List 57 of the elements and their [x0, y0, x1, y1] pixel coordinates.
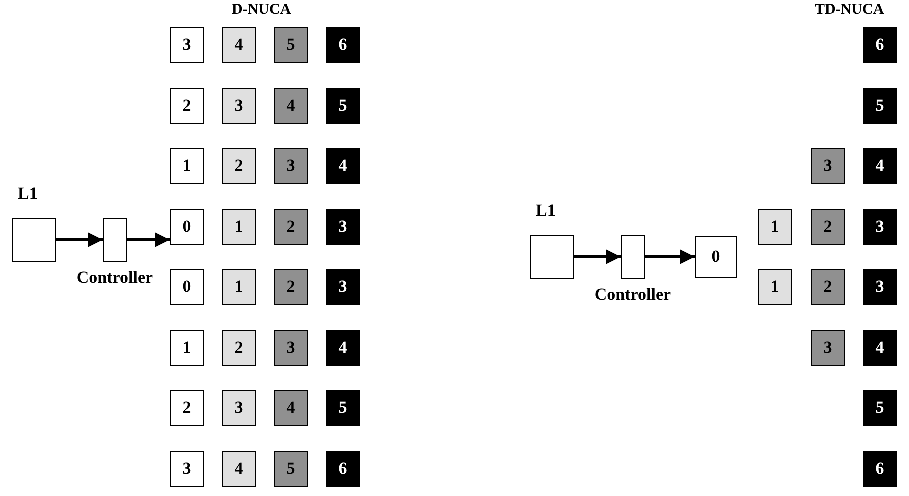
cache-bank-box: 3: [274, 148, 308, 184]
controller-label: Controller: [594, 285, 672, 305]
cache-bank-box: 1: [170, 330, 204, 366]
cache-bank-box: 1: [758, 269, 792, 305]
arrow: [56, 232, 103, 248]
arrow: [645, 250, 695, 264]
cache-bank-box: 3: [811, 148, 845, 184]
cache-bank-box: 3: [326, 269, 360, 305]
cache-bank-box: 2: [274, 269, 308, 305]
cache-bank-box: 4: [274, 88, 308, 124]
section-heading: D-NUCA: [232, 2, 292, 19]
cache-bank-box: 2: [222, 330, 256, 366]
cache-bank-box: 3: [222, 390, 256, 426]
cache-bank-box: 2: [274, 208, 308, 244]
cache-bank-box: 3: [170, 450, 204, 486]
cache-bank-box: 5: [274, 27, 308, 63]
cache-bank-box: 0: [695, 236, 737, 278]
cache-bank-box: 1: [758, 208, 792, 244]
cache-bank-box: 3: [811, 330, 845, 366]
cache-bank-box: 3: [170, 27, 204, 63]
cache-bank-box: 2: [811, 208, 845, 244]
cache-bank-box: 3: [863, 269, 897, 305]
cache-bank-box: 5: [274, 450, 308, 486]
arrow: [574, 250, 621, 264]
cache-bank-box: 3: [274, 330, 308, 366]
cache-level-label: L1: [18, 184, 38, 204]
cache-level-label: L1: [536, 201, 556, 221]
cache-bank-box: 4: [222, 450, 256, 486]
cache-bank-box: 1: [170, 148, 204, 184]
cache-bank-box: 0: [170, 208, 204, 244]
cache-bank-box: 6: [326, 27, 360, 63]
section-heading: TD-NUCA: [815, 2, 884, 19]
arrow: [127, 232, 170, 248]
cache-bank-box: 4: [326, 148, 360, 184]
cache-bank-box: 3: [863, 208, 897, 244]
cache-bank-box: 3: [222, 88, 256, 124]
cache-bank-box: 2: [222, 148, 256, 184]
cache-bank-box: 5: [863, 390, 897, 426]
cache-bank-box: 3: [326, 208, 360, 244]
cache-bank-box: 6: [326, 450, 360, 486]
controller-label: Controller: [76, 268, 154, 288]
cache-bank-box: 2: [170, 88, 204, 124]
cache-bank-box: 5: [326, 88, 360, 124]
cache-bank-box: 4: [326, 330, 360, 366]
cache-bank-box: 2: [170, 390, 204, 426]
cache-bank-box: 1: [222, 269, 256, 305]
cache-bank-box: 1: [222, 208, 256, 244]
cache-bank-box: 4: [863, 330, 897, 366]
cache-bank-box: 5: [863, 88, 897, 124]
cache-bank-box: 6: [863, 450, 897, 486]
cache-bank-box: 6: [863, 27, 897, 63]
cache-bank-box: 4: [222, 27, 256, 63]
cache-bank-box: 5: [326, 390, 360, 426]
cache-bank-box: 4: [274, 390, 308, 426]
cache-bank-box: 0: [170, 269, 204, 305]
cache-bank-box: 2: [811, 269, 845, 305]
cache-bank-box: 4: [863, 148, 897, 184]
